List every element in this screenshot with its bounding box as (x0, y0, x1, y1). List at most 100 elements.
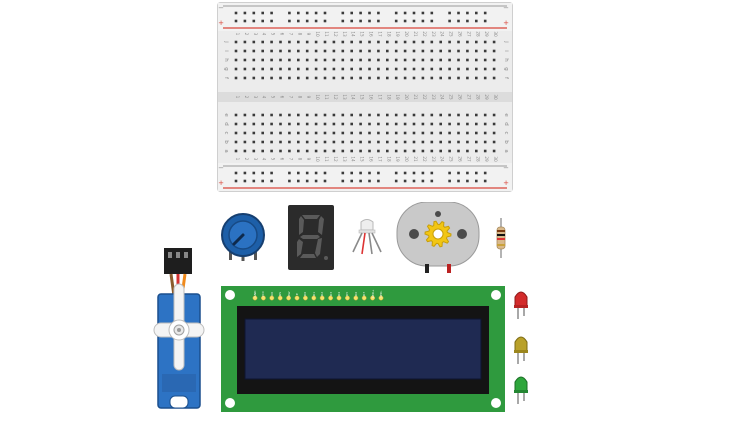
breadboard-rail-hole[interactable] (377, 19, 380, 23)
breadboard-hole[interactable] (466, 140, 469, 144)
breadboard-hole[interactable] (483, 58, 487, 62)
breadboard-hole[interactable] (288, 140, 291, 144)
breadboard-rail-hole[interactable] (403, 11, 407, 15)
breadboard-hole[interactable] (288, 76, 291, 80)
breadboard-hole[interactable] (350, 58, 353, 62)
breadboard-hole[interactable] (368, 58, 371, 62)
breadboard-hole[interactable] (492, 131, 496, 135)
breadboard-rail-hole[interactable] (359, 11, 362, 15)
breadboard-hole[interactable] (261, 40, 264, 44)
breadboard-hole[interactable] (341, 76, 345, 80)
breadboard-rail-hole[interactable] (483, 179, 487, 183)
breadboard-hole[interactable] (297, 76, 300, 80)
breadboard-rail-hole[interactable] (448, 171, 451, 175)
breadboard-hole[interactable] (403, 40, 407, 44)
breadboard-rail-hole[interactable] (403, 171, 407, 175)
breadboard-hole[interactable] (430, 149, 434, 153)
breadboard-rail-hole[interactable] (394, 11, 398, 15)
breadboard-hole[interactable] (350, 122, 353, 126)
breadboard-hole[interactable] (394, 76, 398, 80)
breadboard-rail-hole[interactable] (252, 171, 256, 175)
breadboard-hole[interactable] (368, 149, 371, 153)
breadboard-rail-hole[interactable] (350, 171, 353, 175)
breadboard-hole[interactable] (252, 131, 256, 135)
breadboard-rail-hole[interactable] (430, 19, 434, 23)
breadboard-hole[interactable] (403, 131, 407, 135)
breadboard-rail-hole[interactable] (297, 179, 300, 183)
breadboard-hole[interactable] (394, 58, 398, 62)
breadboard-hole[interactable] (252, 113, 256, 117)
breadboard-hole[interactable] (314, 131, 318, 135)
breadboard-hole[interactable] (377, 76, 380, 80)
breadboard-hole[interactable] (305, 140, 309, 144)
breadboard-rail-hole[interactable] (394, 179, 398, 183)
breadboard-hole[interactable] (350, 149, 353, 153)
breadboard-hole[interactable] (475, 113, 478, 117)
breadboard-rail-hole[interactable] (483, 171, 487, 175)
breadboard-hole[interactable] (297, 40, 300, 44)
breadboard-hole[interactable] (394, 113, 398, 117)
breadboard-rail-hole[interactable] (350, 179, 353, 183)
breadboard-hole[interactable] (270, 122, 273, 126)
breadboard-hole[interactable] (475, 58, 478, 62)
breadboard-hole[interactable] (368, 140, 371, 144)
breadboard-hole[interactable] (323, 67, 327, 71)
breadboard-hole[interactable] (368, 131, 371, 135)
breadboard-hole[interactable] (243, 40, 247, 44)
servo-motor[interactable] (152, 248, 208, 410)
breadboard-hole[interactable] (332, 149, 336, 153)
lcd-pin[interactable] (286, 295, 292, 301)
lcd-pin[interactable] (311, 295, 317, 301)
breadboard-hole[interactable] (261, 122, 264, 126)
breadboard-rail-hole[interactable] (483, 11, 487, 15)
breadboard-hole[interactable] (261, 49, 264, 53)
breadboard-hole[interactable] (323, 40, 327, 44)
breadboard-rail-hole[interactable] (297, 11, 300, 15)
breadboard-rail-hole[interactable] (288, 171, 291, 175)
breadboard-rail-hole[interactable] (314, 171, 318, 175)
breadboard-hole[interactable] (359, 113, 362, 117)
breadboard-hole[interactable] (492, 67, 496, 71)
breadboard-hole[interactable] (288, 122, 291, 126)
breadboard-hole[interactable] (448, 149, 451, 153)
breadboard-hole[interactable] (466, 131, 469, 135)
breadboard-hole[interactable] (492, 40, 496, 44)
breadboard-hole[interactable] (430, 40, 434, 44)
breadboard-hole[interactable] (492, 149, 496, 153)
breadboard-hole[interactable] (368, 67, 371, 71)
breadboard-hole[interactable] (386, 40, 389, 44)
breadboard-hole[interactable] (377, 40, 380, 44)
breadboard-hole[interactable] (341, 40, 345, 44)
breadboard-hole[interactable] (234, 149, 238, 153)
breadboard-rail-hole[interactable] (368, 171, 371, 175)
breadboard-hole[interactable] (483, 76, 487, 80)
breadboard-hole[interactable] (466, 149, 469, 153)
breadboard-rail-hole[interactable] (421, 179, 425, 183)
breadboard-hole[interactable] (314, 49, 318, 53)
breadboard-hole[interactable] (412, 58, 416, 62)
seven-segment-display[interactable] (288, 205, 334, 270)
breadboard-hole[interactable] (279, 131, 282, 135)
breadboard-hole[interactable] (368, 49, 371, 53)
breadboard-hole[interactable] (305, 67, 309, 71)
breadboard-rail-hole[interactable] (359, 179, 362, 183)
breadboard-hole[interactable] (430, 76, 434, 80)
breadboard-rail-hole[interactable] (270, 179, 273, 183)
breadboard-hole[interactable] (305, 122, 309, 126)
breadboard-hole[interactable] (439, 76, 442, 80)
breadboard-hole[interactable] (457, 149, 460, 153)
breadboard-hole[interactable] (359, 149, 362, 153)
breadboard-hole[interactable] (234, 67, 238, 71)
breadboard-rail-hole[interactable] (288, 179, 291, 183)
lcd-pin[interactable] (260, 295, 266, 301)
breadboard-hole[interactable] (403, 76, 407, 80)
breadboard-hole[interactable] (386, 49, 389, 53)
lcd-pin[interactable] (370, 295, 376, 301)
breadboard-hole[interactable] (234, 49, 238, 53)
breadboard-rail-hole[interactable] (457, 179, 460, 183)
breadboard-rail-hole[interactable] (377, 179, 380, 183)
breadboard-rail-hole[interactable] (430, 171, 434, 175)
breadboard-hole[interactable] (394, 149, 398, 153)
breadboard-hole[interactable] (359, 131, 362, 135)
breadboard-hole[interactable] (252, 40, 256, 44)
